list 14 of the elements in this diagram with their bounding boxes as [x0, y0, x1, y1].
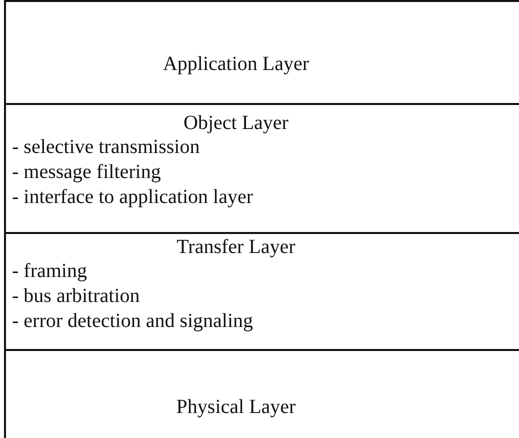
layer-band	[4, 232, 519, 349]
layer-band	[4, 349, 519, 438]
layer-band	[4, 0, 519, 103]
layer-function: - interface to application layer	[12, 185, 253, 209]
layer-function: - selective transmission	[12, 135, 200, 159]
layer-function: - framing	[12, 259, 87, 283]
layer-band	[4, 103, 519, 232]
layer-function: - bus arbitration	[12, 284, 140, 308]
layer-title: Application Layer	[162, 52, 310, 76]
layer-function: - error detection and signaling	[12, 309, 254, 333]
layer-function: - message filtering	[12, 160, 161, 184]
layer-title: Object Layer	[182, 111, 290, 135]
layer-title: Transfer Layer	[176, 235, 296, 259]
layer-title: Physical Layer	[175, 395, 297, 419]
